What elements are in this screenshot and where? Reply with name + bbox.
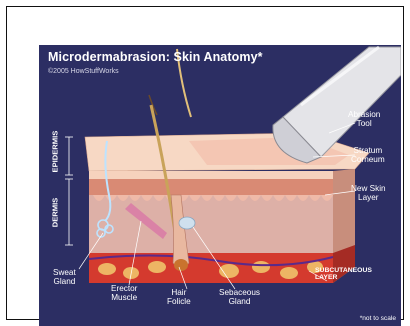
subcutaneous-layer bbox=[89, 253, 333, 283]
layer-brackets bbox=[65, 137, 73, 245]
label-sweat-gland: Sweat Gland bbox=[53, 269, 76, 286]
copyright-notice: ©2005 HowStuffWorks bbox=[48, 68, 119, 75]
label-subcutaneous-layer: SUBCUTANEOUS LAYER bbox=[315, 267, 372, 281]
label-hair-folicle: Hair Folicle bbox=[167, 289, 191, 306]
label-stratum-corneum: Stratum Corneum bbox=[351, 147, 385, 164]
scale-footnote: *not to scale bbox=[360, 316, 396, 323]
stratum-corneum-layer bbox=[89, 171, 333, 179]
label-erector-muscle: Erector Muscle bbox=[111, 285, 137, 302]
label-dermis: DERMIS bbox=[51, 195, 60, 231]
image-frame: Microdermabrasion: Skin Anatomy* ©2005 H… bbox=[6, 6, 404, 320]
label-epidermis: EPIDERMIS bbox=[51, 133, 60, 173]
skin-anatomy-figure: Microdermabrasion: Skin Anatomy* ©2005 H… bbox=[39, 45, 401, 326]
hair-bulb bbox=[174, 259, 188, 271]
dermis-layer bbox=[89, 195, 333, 257]
label-abrasion-tool: Abrasion Tool bbox=[348, 111, 380, 128]
label-sebaceous-gland: Sebaceous Gland bbox=[219, 289, 260, 306]
label-new-skin-layer: New Skin Layer bbox=[351, 185, 386, 202]
skin-illustration bbox=[39, 45, 401, 326]
sebaceous-gland-shape bbox=[179, 217, 195, 229]
figure-title: Microdermabrasion: Skin Anatomy* bbox=[48, 51, 263, 64]
